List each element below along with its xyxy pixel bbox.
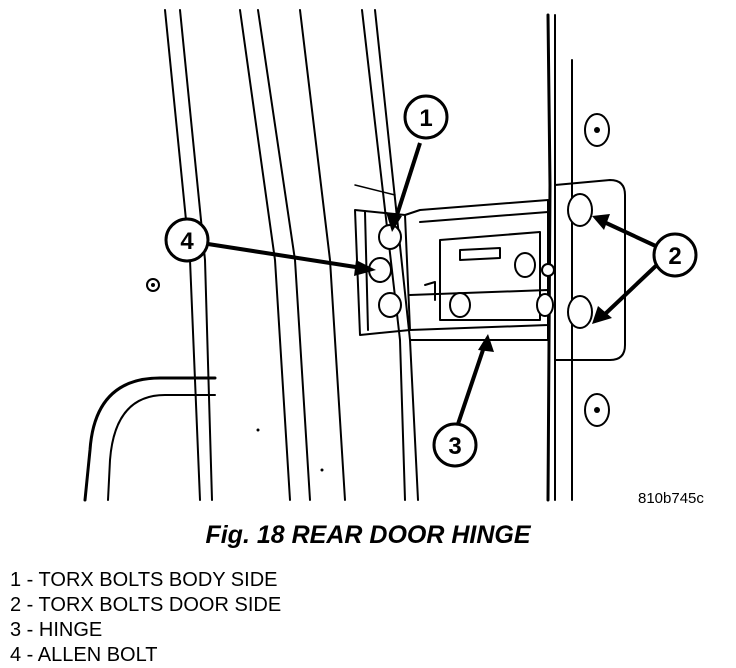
torx-bolt-door-upper [567, 193, 593, 227]
pillar-line-a [179, 9, 213, 501]
callout-3-arrowhead [478, 334, 494, 352]
hinge-hole-2 [449, 292, 471, 318]
hinge-body [404, 199, 549, 341]
callout-2-leader-lower [602, 260, 662, 317]
torx-bolt-door-lower [567, 295, 593, 329]
pillar-line-e [361, 9, 406, 501]
callout-3-leader [456, 343, 487, 425]
callout-2-arrowhead-upper [592, 214, 610, 230]
pillar-edge [374, 9, 419, 501]
hinge-arm [459, 247, 501, 261]
body-hole-small [541, 263, 555, 277]
legend-item: 2 - TORX BOLTS DOOR SIDE [10, 594, 282, 616]
callout-4-leader [207, 242, 363, 270]
callout-1-arrowhead [386, 212, 402, 232]
image-code: 810b745c [638, 490, 704, 507]
pillar-line-c [257, 9, 311, 501]
body-bracket-inner [107, 394, 216, 501]
door-edge [546, 13, 552, 502]
torx-bolt-body-upper [378, 224, 402, 250]
callout-1-circle [403, 94, 449, 140]
leader-line [354, 184, 396, 196]
callout-1-number: 1 [419, 105, 432, 132]
callout-3-number: 3 [448, 433, 461, 460]
callout-4-number: 4 [180, 228, 194, 255]
hinge-hole-3 [536, 293, 554, 317]
callout-4-arrowhead [354, 260, 376, 276]
torx-bolt-body-lower [378, 292, 402, 318]
callout-2-number: 2 [668, 243, 681, 270]
callout-2-circle [652, 232, 698, 278]
callout-2-leader-upper [603, 220, 661, 250]
legend-item: 4 - ALLEN BOLT [10, 644, 158, 666]
body-bracket [83, 376, 217, 502]
pillar-line-d [299, 9, 346, 501]
hinge-pin [424, 281, 436, 301]
callout-1-leader [394, 142, 422, 219]
hinge-body-top [419, 211, 549, 223]
figure-caption: Fig. 18 REAR DOOR HINGE [205, 521, 531, 549]
legend-item: 3 - HINGE [10, 619, 103, 641]
legend-item: 1 - TORX BOLTS BODY SIDE [10, 569, 278, 591]
callout-4-circle [164, 217, 210, 263]
legend-list: 1 - TORX BOLTS BODY SIDE 2 - TORX BOLTS … [10, 568, 281, 668]
hinge-bar [409, 289, 549, 331]
callout-3-circle [432, 422, 478, 468]
door-hinge-plate [554, 179, 626, 361]
hinge-illustration: 1 4 2 3 [83, 9, 698, 502]
callout-2-arrowhead-lower [592, 306, 612, 324]
pillar-line-b [239, 9, 291, 501]
hinge-hole-1 [514, 252, 536, 278]
